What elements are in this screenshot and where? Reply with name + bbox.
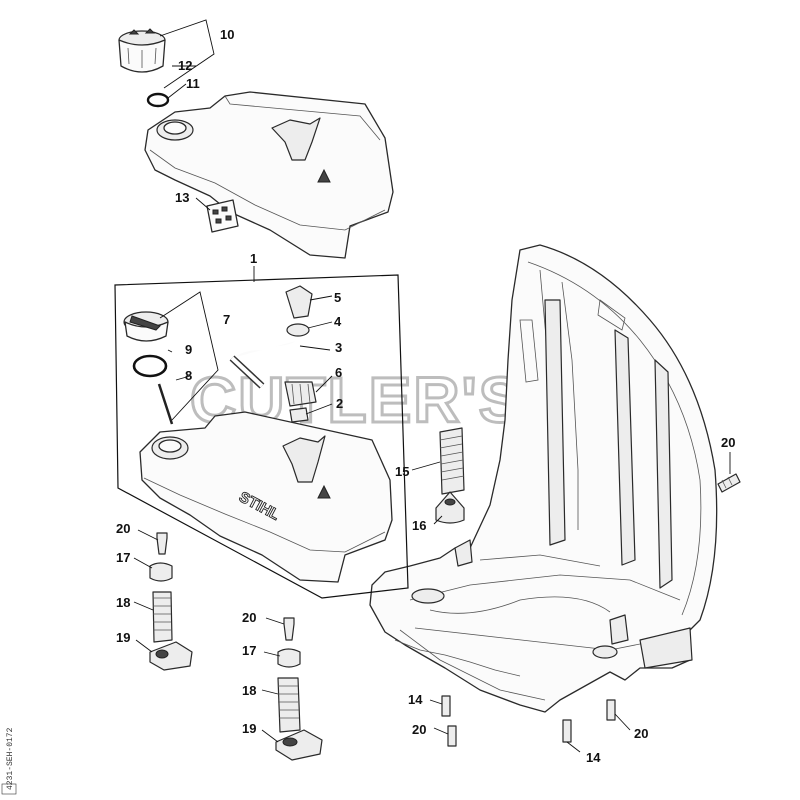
callout-1: 1 <box>250 251 257 266</box>
spring-15 <box>439 427 465 495</box>
assembly-box-1: STIHL <box>114 274 409 599</box>
backpack-frame <box>369 244 718 713</box>
callout-8: 8 <box>185 368 192 383</box>
callout-15: 15 <box>395 464 409 479</box>
callout-6: 6 <box>335 365 342 380</box>
callout-13: 13 <box>175 190 189 205</box>
screw-20-right <box>717 473 741 493</box>
callout-20-left: 20 <box>116 521 130 536</box>
callout-14-bottom: 14 <box>586 750 601 765</box>
callout-2: 2 <box>336 396 343 411</box>
callout-3: 3 <box>335 340 342 355</box>
mount-stack-middle <box>275 617 323 761</box>
callout-14-left: 14 <box>408 692 423 707</box>
callout-20-right: 20 <box>721 435 735 450</box>
document-id: 4231-SEH-0172 <box>6 727 15 790</box>
callouts: 10 12 11 13 1 5 4 7 9 3 6 8 2 15 16 20 2… <box>116 27 735 765</box>
callout-4: 4 <box>334 314 342 329</box>
top-tank-assembly <box>118 28 394 259</box>
callout-19-middle: 19 <box>242 721 256 736</box>
callout-7: 7 <box>223 312 230 327</box>
callout-18-middle: 18 <box>242 683 256 698</box>
callout-5: 5 <box>334 290 341 305</box>
callout-20-bottom-right: 20 <box>634 726 648 741</box>
callout-11: 11 <box>186 76 200 91</box>
callout-19-left: 19 <box>116 630 130 645</box>
leader-lines <box>133 19 731 753</box>
callout-18-left: 18 <box>116 595 130 610</box>
callout-12: 12 <box>178 58 192 73</box>
callout-20-middle: 20 <box>242 610 256 625</box>
callout-16: 16 <box>412 518 426 533</box>
document-id-box <box>1 783 17 795</box>
callout-10: 10 <box>220 27 234 42</box>
callout-20-bottom: 20 <box>412 722 426 737</box>
callout-17-left: 17 <box>116 550 130 565</box>
mount-stack-left <box>149 532 193 671</box>
callout-9: 9 <box>185 342 192 357</box>
bottom-fasteners <box>441 695 616 747</box>
callout-17-middle: 17 <box>242 643 256 658</box>
